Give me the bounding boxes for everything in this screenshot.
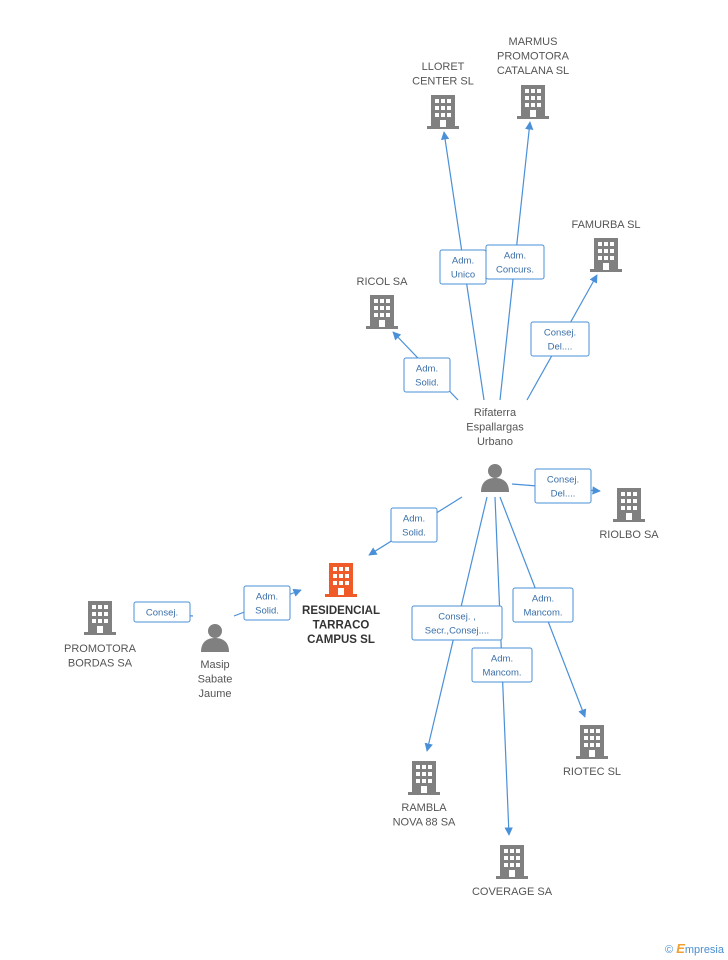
node-label[interactable]: Jaume [198, 688, 231, 700]
node-ricol[interactable]: RICOL SA [357, 276, 409, 329]
edge-badge-label: Solid. [255, 606, 279, 617]
edge-badge-label: Consej. [547, 475, 579, 486]
edge-badge-rifaterra-lloret[interactable]: Adm. Unico [439, 249, 487, 285]
edge-badge-label: Adm. [504, 251, 526, 262]
edge-badge-label: Mancom. [482, 668, 521, 679]
node-riolbo[interactable]: RIOLBO SA [599, 488, 659, 541]
edge-badge-box [243, 585, 291, 621]
edge-badge-box [133, 601, 191, 623]
edge-badge-label: Consej. [146, 608, 178, 619]
edge-badge-label: Del.... [548, 342, 573, 353]
edge-badge-label: Adm. [452, 256, 474, 267]
node-label[interactable]: RICOL SA [357, 276, 409, 288]
nodes-layer: LLORET CENTER SL MARMUS PROMOTORA CATALANA S… [64, 36, 659, 898]
node-label[interactable]: PROMOTORA [64, 643, 137, 655]
edge-badge-rifaterra-riolbo[interactable]: Consej. Del.... [534, 468, 592, 504]
edge-badge-rifaterra-coverage[interactable]: Adm. Mancom. [471, 647, 533, 683]
node-label[interactable]: MARMUS [509, 36, 558, 48]
node-riotec[interactable]: RIOTEC SL [563, 725, 621, 778]
edge-badge-label: Mancom. [523, 608, 562, 619]
node-label[interactable]: RESIDENCIAL [302, 605, 380, 617]
edge-badge-label: Solid. [402, 528, 426, 539]
building-icon[interactable] [427, 95, 459, 129]
node-label[interactable]: TARRACO [313, 620, 370, 632]
node-label[interactable]: Rifaterra [474, 407, 517, 419]
node-lloret[interactable]: LLORET CENTER SL [412, 61, 474, 129]
edge-badge-box [390, 507, 438, 543]
edge-badge-masip-promotora[interactable]: Consej. [133, 601, 191, 623]
edge-badge-rifaterra-famurba[interactable]: Consej. Del.... [530, 321, 590, 357]
person-icon[interactable] [481, 464, 509, 492]
building-icon[interactable] [496, 845, 528, 879]
building-icon[interactable] [576, 725, 608, 759]
edge-badge-rifaterra-riotec[interactable]: Adm. Mancom. [512, 587, 574, 623]
empresia-watermark: © Empresia [665, 941, 724, 956]
node-label[interactable]: Espallargas [466, 422, 524, 434]
edge-badge-box [512, 587, 574, 623]
node-label[interactable]: COVERAGE SA [472, 886, 553, 898]
edge-badge-rifaterra-rambla[interactable]: Consej. , Secr.,Consej.... [411, 605, 503, 641]
node-label[interactable]: CENTER SL [412, 76, 474, 88]
node-label[interactable]: PROMOTORA [497, 51, 570, 63]
node-residencial[interactable]: RESIDENCIAL TARRACO CAMPUS SL [302, 563, 380, 646]
edge-badge-label: Adm. [416, 364, 438, 375]
edge-badge-masip-residencial[interactable]: Adm. Solid. [243, 585, 291, 621]
edge-badge-label: Consej. , [438, 612, 476, 623]
building-icon[interactable] [613, 488, 645, 522]
node-label[interactable]: BORDAS SA [68, 658, 133, 670]
node-label[interactable]: LLORET [422, 61, 465, 73]
edge-badge-box [530, 321, 590, 357]
copyright-symbol: © [665, 944, 674, 956]
person-icon[interactable] [201, 624, 229, 652]
building-icon[interactable] [590, 238, 622, 272]
building-icon[interactable] [408, 761, 440, 795]
node-label[interactable]: CAMPUS SL [307, 634, 375, 646]
edge-badge-box [471, 647, 533, 683]
brand-rest: mpresia [684, 944, 724, 956]
node-label[interactable]: RAMBLA [401, 802, 447, 814]
edge-badge-box [534, 468, 592, 504]
badges-layer: Adm.UnicoAdm.Concurs.Consej.Del....Adm.S… [133, 244, 592, 683]
brand-initial: E [676, 941, 685, 956]
building-icon[interactable] [84, 601, 116, 635]
edge-badge-label: Secr.,Consej.... [425, 626, 489, 637]
building-icon[interactable] [517, 85, 549, 119]
building-icon[interactable] [366, 295, 398, 329]
node-label[interactable]: Urbano [477, 436, 513, 448]
node-marmus[interactable]: MARMUS PROMOTORA CATALANA SL [497, 36, 570, 119]
node-label[interactable]: RIOTEC SL [563, 766, 621, 778]
edge-badge-rifaterra-ricol[interactable]: Adm. Solid. [403, 357, 451, 393]
node-label[interactable]: Masip [200, 659, 229, 671]
node-label[interactable]: Sabate [198, 674, 233, 686]
edge-badge-box [411, 605, 503, 641]
edge-badge-label: Del.... [551, 489, 576, 500]
node-label[interactable]: NOVA 88 SA [393, 817, 456, 829]
node-rambla[interactable]: RAMBLA NOVA 88 SA [393, 761, 456, 829]
edge-badge-label: Adm. [491, 654, 513, 665]
edge-badge-box [485, 244, 545, 280]
node-label[interactable]: FAMURBA SL [571, 219, 640, 231]
node-label[interactable]: RIOLBO SA [599, 529, 659, 541]
edge-badge-rifaterra-marmus[interactable]: Adm. Concurs. [485, 244, 545, 280]
edge-badge-rifaterra-residencial[interactable]: Adm. Solid. [390, 507, 438, 543]
edge-badge-label: Adm. [403, 514, 425, 525]
building-icon[interactable] [325, 563, 357, 597]
node-promotora[interactable]: PROMOTORA BORDAS SA [64, 601, 137, 670]
edge-badge-label: Consej. [544, 328, 576, 339]
node-coverage[interactable]: COVERAGE SA [472, 845, 553, 898]
node-label[interactable]: CATALANA SL [497, 65, 569, 77]
edge-badge-box [403, 357, 451, 393]
edge-badge-label: Adm. [532, 594, 554, 605]
edges-layer [134, 121, 601, 836]
node-famurba[interactable]: FAMURBA SL [571, 219, 641, 272]
edge-badge-label: Unico [451, 270, 475, 281]
edge-badge-label: Adm. [256, 592, 278, 603]
edge-badge-label: Concurs. [496, 265, 534, 276]
edge-badge-label: Solid. [415, 378, 439, 389]
